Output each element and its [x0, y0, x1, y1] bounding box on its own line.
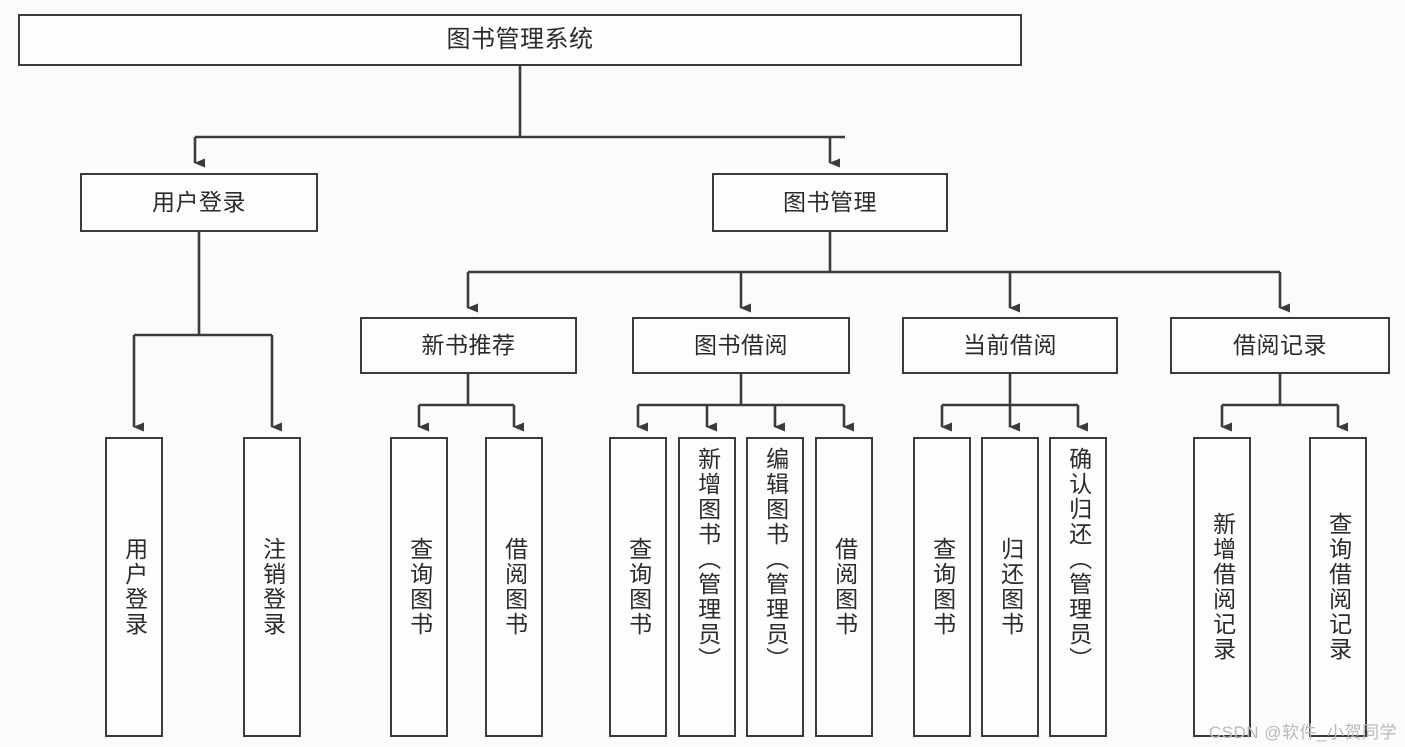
node-label: 借阅图书: [501, 537, 528, 637]
leaf-book-borrow-query[interactable]: 查询图书: [609, 437, 667, 737]
leaf-new-book-borrow[interactable]: 借阅图书: [485, 437, 543, 737]
node-label: 确认归还（管理员）: [1065, 447, 1092, 672]
node-label: 归还图书: [997, 537, 1024, 637]
node-label: 注销登录: [259, 537, 286, 637]
node-label: 新增借阅记录: [1209, 512, 1236, 662]
leaf-new-book-query[interactable]: 查询图书: [390, 437, 448, 737]
leaf-current-borrow-confirm[interactable]: 确认归还（管理员）: [1049, 437, 1107, 737]
node-borrow-record[interactable]: 借阅记录: [1170, 317, 1390, 374]
leaf-borrow-record-add[interactable]: 新增借阅记录: [1193, 437, 1251, 737]
node-label: 借阅图书: [831, 537, 858, 637]
node-new-book-recommend[interactable]: 新书推荐: [360, 317, 577, 374]
node-label: 用户登录: [152, 188, 246, 215]
node-label: 新增图书（管理员）: [694, 447, 721, 672]
leaf-book-borrow-add[interactable]: 新增图书（管理员）: [678, 437, 736, 737]
node-label: 借阅记录: [1233, 331, 1327, 358]
leaf-current-borrow-query[interactable]: 查询图书: [913, 437, 971, 737]
node-label: 图书管理: [783, 188, 877, 215]
node-label: 查询图书: [406, 537, 433, 637]
node-label: 查询图书: [625, 537, 652, 637]
node-label: 图书管理系统: [446, 25, 594, 53]
csdn-watermark: CSDN @软件_小贺同学: [1208, 723, 1397, 742]
node-root-system[interactable]: 图书管理系统: [18, 14, 1022, 66]
leaf-borrow-record-query[interactable]: 查询借阅记录: [1309, 437, 1367, 737]
node-book-management[interactable]: 图书管理: [712, 173, 948, 232]
leaf-user-login-signout[interactable]: 注销登录: [243, 437, 301, 737]
node-label: 编辑图书（管理员）: [762, 447, 789, 672]
leaf-current-borrow-return[interactable]: 归还图书: [981, 437, 1039, 737]
leaf-user-login-signin[interactable]: 用户登录: [105, 437, 163, 737]
node-label: 查询图书: [929, 537, 956, 637]
node-label: 图书借阅: [694, 331, 788, 358]
node-book-borrow[interactable]: 图书借阅: [632, 317, 850, 374]
leaf-book-borrow-lend[interactable]: 借阅图书: [815, 437, 873, 737]
node-label: 查询借阅记录: [1325, 512, 1352, 662]
node-label: 用户登录: [121, 537, 148, 637]
node-current-borrow[interactable]: 当前借阅: [902, 317, 1118, 374]
node-user-login[interactable]: 用户登录: [80, 173, 318, 232]
node-label: 当前借阅: [963, 331, 1057, 358]
leaf-book-borrow-edit[interactable]: 编辑图书（管理员）: [746, 437, 804, 737]
node-label: 新书推荐: [421, 331, 516, 358]
